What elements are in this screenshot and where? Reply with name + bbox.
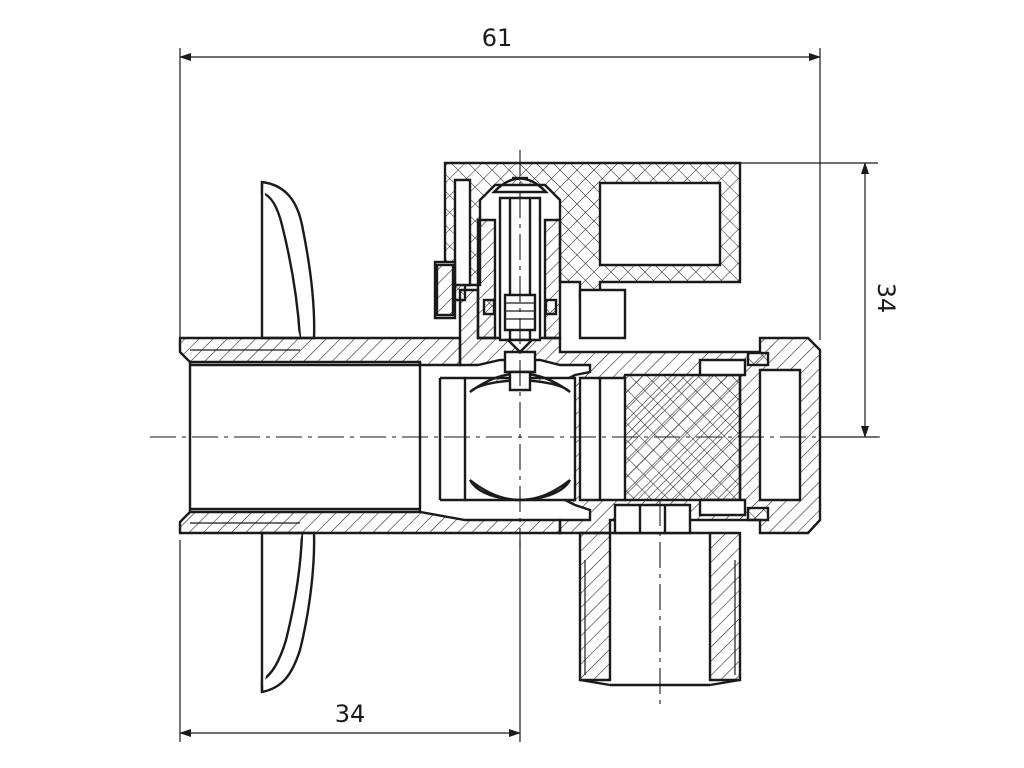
ball — [438, 372, 577, 502]
dimension-label-height: 34 — [872, 283, 900, 314]
dimension-inlet-offset: 34 — [179, 540, 521, 742]
handle-lever — [433, 161, 742, 340]
dimension-overall-width: 61 — [179, 24, 821, 340]
seal-rings — [698, 351, 770, 522]
dimension-label-overall-width: 61 — [482, 24, 513, 52]
dimension-height: 34 — [740, 162, 900, 438]
wall-flange — [260, 180, 316, 694]
outlet-pipe — [578, 503, 742, 687]
cartridge-insert — [578, 373, 742, 502]
center-lines — [150, 150, 880, 710]
dimension-label-inlet-offset: 34 — [335, 700, 366, 728]
